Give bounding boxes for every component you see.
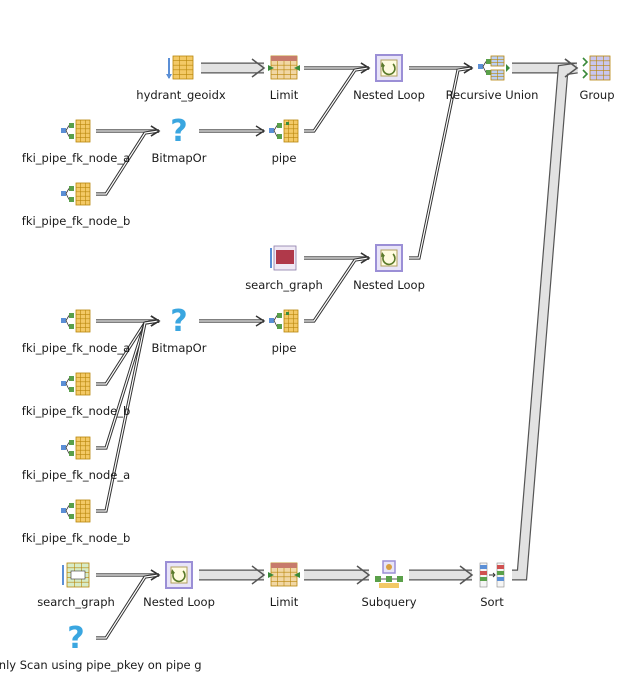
- node-label: Nested Loop: [143, 595, 215, 609]
- limit-icon: [268, 562, 300, 587]
- node-label: Recursive Union: [446, 88, 539, 102]
- node-label: pipe: [272, 151, 297, 165]
- group-icon: [582, 55, 611, 81]
- subquery-icon: [375, 560, 403, 588]
- bitmap-index-scan-icon: [61, 436, 91, 460]
- edge-arrow: [409, 565, 474, 585]
- node-label: Nested Loop: [353, 278, 425, 292]
- node-label: BitmapOr: [152, 341, 207, 355]
- svg-text:?: ?: [67, 621, 84, 656]
- node-label: pipe: [272, 341, 297, 355]
- edge-arrow: [409, 62, 474, 260]
- index-only-scan-icon: ?: [67, 621, 84, 656]
- index-scan-icon: [166, 55, 194, 80]
- plan-node[interactable]: fki_pipe_fk_node_a: [22, 309, 130, 355]
- node-label: fki_pipe_fk_node_a: [22, 151, 130, 165]
- edge-arrow: [512, 58, 579, 581]
- plan-node[interactable]: ? BitmapOr: [152, 304, 207, 355]
- edge-arrow: [96, 125, 161, 196]
- node-label: Nested Loop: [353, 88, 425, 102]
- node-label: hydrant_geoidx: [136, 88, 226, 102]
- node-label: Index Only Scan using pipe_pkey on pipe …: [0, 658, 202, 672]
- plan-node[interactable]: pipe: [269, 119, 299, 165]
- bitmap-or-icon: ?: [170, 114, 187, 149]
- node-label: Limit: [270, 595, 299, 609]
- nested-loop-icon: [375, 54, 403, 82]
- limit-icon: [268, 55, 300, 80]
- bitmap-index-scan-icon: [61, 499, 91, 523]
- edges-layer: [96, 58, 579, 640]
- edge-arrow: [199, 315, 266, 327]
- plan-node[interactable]: Nested Loop: [353, 54, 425, 102]
- bitmap-heap-scan-icon: [269, 119, 299, 143]
- edge-arrow: [304, 62, 371, 133]
- nested-loop-icon: [165, 561, 193, 589]
- plan-node[interactable]: fki_pipe_fk_node_a: [22, 436, 130, 482]
- edge-arrow: [201, 58, 266, 78]
- plan-node[interactable]: hydrant_geoidx: [136, 55, 226, 102]
- node-label: search_graph: [37, 595, 115, 609]
- node-label: Group: [579, 88, 614, 102]
- plan-node[interactable]: ? Index Only Scan using pipe_pkey on pipe…: [0, 621, 202, 672]
- node-label: BitmapOr: [152, 151, 207, 165]
- plan-node[interactable]: Limit: [268, 55, 300, 102]
- edge-arrow: [304, 252, 371, 323]
- node-label: Subquery: [361, 595, 416, 609]
- edge-arrow: [304, 565, 371, 585]
- bitmap-index-scan-icon: [61, 119, 91, 143]
- plan-node[interactable]: search_graph: [37, 562, 115, 609]
- node-label: fki_pipe_fk_node_b: [22, 214, 130, 228]
- recursive-union-icon: [478, 55, 510, 81]
- nested-loop-icon: [375, 244, 403, 272]
- plan-node[interactable]: Sort: [479, 562, 505, 609]
- plan-node[interactable]: Nested Loop: [353, 244, 425, 292]
- plan-node[interactable]: Subquery: [361, 560, 417, 609]
- plan-node[interactable]: pipe: [269, 309, 299, 355]
- node-label: Sort: [480, 595, 504, 609]
- edge-arrow: [199, 565, 266, 585]
- svg-text:?: ?: [170, 114, 187, 149]
- cte-scan-icon: [62, 562, 90, 588]
- plan-node[interactable]: ? BitmapOr: [152, 114, 207, 165]
- edge-arrow: [96, 569, 161, 640]
- node-label: fki_pipe_fk_node_a: [22, 341, 130, 355]
- edge-arrow: [96, 315, 161, 513]
- bitmap-index-scan-icon: [61, 182, 91, 206]
- plan-node[interactable]: fki_pipe_fk_node_a: [22, 119, 130, 165]
- plan-node[interactable]: Recursive Union: [446, 55, 539, 102]
- bitmap-index-scan-icon: [61, 309, 91, 333]
- node-label: Limit: [270, 88, 299, 102]
- plan-node[interactable]: fki_pipe_fk_node_b: [22, 182, 130, 228]
- plan-node[interactable]: search_graph: [245, 245, 323, 292]
- plan-node[interactable]: Nested Loop: [143, 561, 215, 609]
- svg-text:?: ?: [170, 304, 187, 339]
- plan-node[interactable]: Group: [579, 55, 615, 102]
- node-label: fki_pipe_fk_node_b: [22, 531, 130, 545]
- plan-node[interactable]: Limit: [268, 562, 300, 609]
- sort-icon: [479, 562, 505, 588]
- node-label: search_graph: [245, 278, 323, 292]
- node-label: fki_pipe_fk_node_b: [22, 404, 130, 418]
- plan-node[interactable]: fki_pipe_fk_node_b: [22, 499, 130, 545]
- bitmap-or-icon: ?: [170, 304, 187, 339]
- worktable-scan-icon: [270, 245, 297, 271]
- bitmap-index-scan-icon: [61, 372, 91, 396]
- bitmap-heap-scan-icon: [269, 309, 299, 333]
- plan-node[interactable]: fki_pipe_fk_node_b: [22, 372, 130, 418]
- node-label: fki_pipe_fk_node_a: [22, 468, 130, 482]
- edge-arrow: [199, 125, 266, 137]
